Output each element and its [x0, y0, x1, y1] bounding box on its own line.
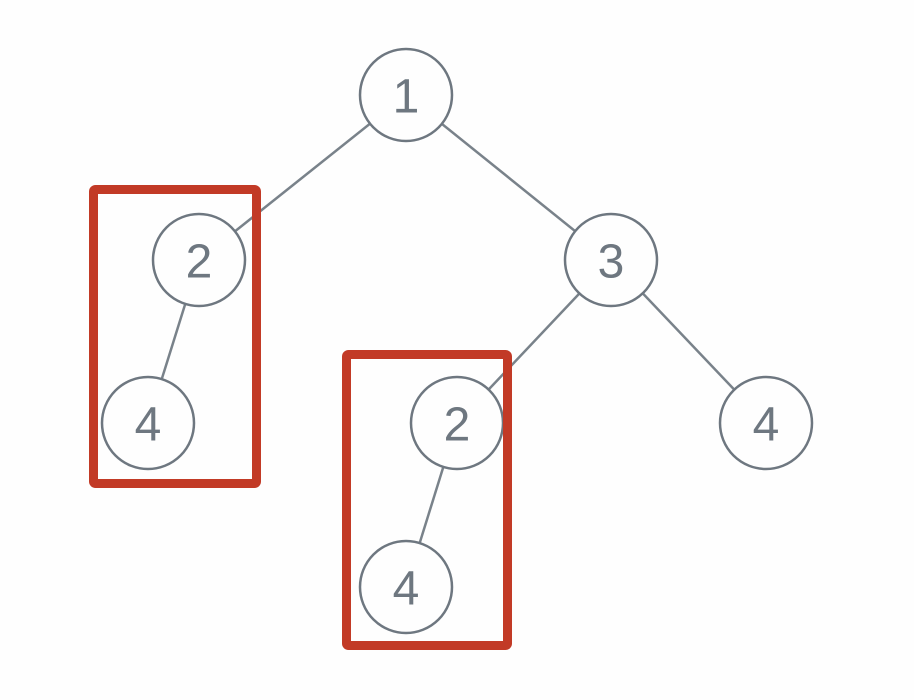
node-label-n4-left: 4 [135, 399, 162, 452]
tree-node-n4-left: 4 [100, 375, 196, 471]
node-circle-n1 [358, 47, 454, 143]
node-circle-n3 [563, 212, 659, 308]
node-label-n2-mid: 2 [444, 399, 471, 452]
node-label-n4-right: 4 [753, 399, 780, 452]
tree-node-n4-right: 4 [718, 375, 814, 471]
tree-node-n3: 3 [563, 212, 659, 308]
node-circle-n2-left [151, 212, 247, 308]
tree-node-n2-left: 2 [151, 212, 247, 308]
tree-node-n1: 1 [358, 47, 454, 143]
node-label-n2-left: 2 [186, 236, 213, 289]
highlight-box-duplicate-subtree-mid [342, 350, 512, 650]
highlight-box-duplicate-subtree-left [89, 185, 261, 488]
node-label-n1: 1 [393, 71, 420, 124]
tree-node-n4-mid: 4 [358, 539, 454, 635]
node-label-n3: 3 [598, 236, 625, 289]
node-circle-n4-right [718, 375, 814, 471]
tree-node-n2-mid: 2 [409, 375, 505, 471]
node-circle-n4-mid [358, 539, 454, 635]
node-circle-n4-left [100, 375, 196, 471]
node-label-n4-mid: 4 [393, 563, 420, 616]
